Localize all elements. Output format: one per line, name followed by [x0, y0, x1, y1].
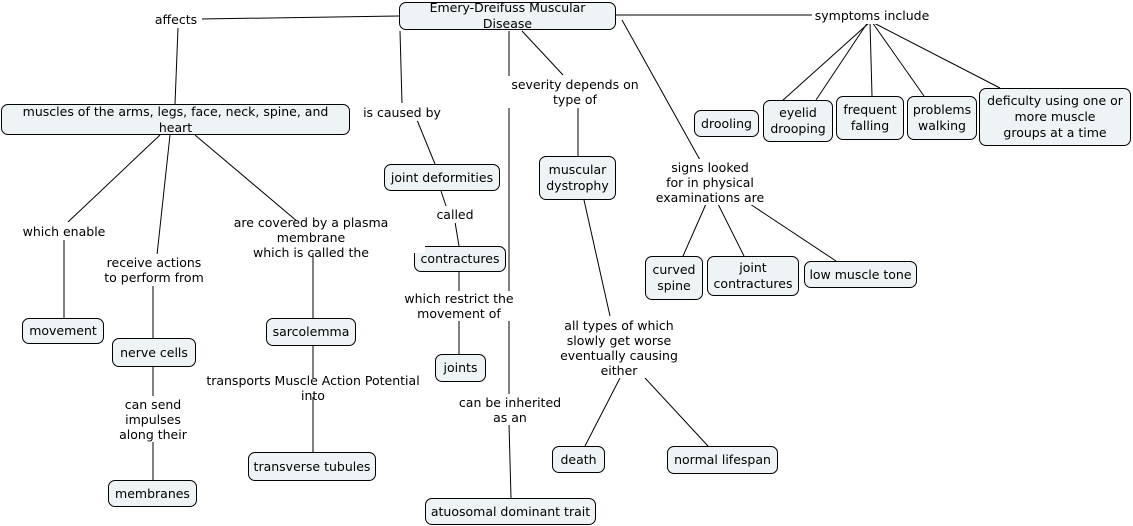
- link-affects: affects: [150, 10, 202, 28]
- node-problems-walking[interactable]: problems walking: [907, 96, 977, 140]
- link-receive-actions: receive actions to perform from: [101, 254, 207, 286]
- node-membranes[interactable]: membranes: [108, 480, 197, 507]
- link-signs: signs looked for in physical examination…: [652, 159, 768, 205]
- link-all-types: all types of which slowly get worse even…: [556, 317, 682, 378]
- node-death[interactable]: death: [552, 446, 605, 473]
- link-is-caused-by: is caused by: [360, 103, 444, 121]
- node-joint-contractures[interactable]: joint contractures: [707, 256, 799, 296]
- node-autosomal[interactable]: atuosomal dominant trait: [425, 498, 596, 525]
- link-inherited: can be inherited as an: [456, 394, 564, 425]
- link-which-enable: which enable: [20, 222, 108, 240]
- node-emery-dreifuss[interactable]: Emery-Dreifuss Muscular Disease: [399, 0, 616, 31]
- node-muscles[interactable]: muscles of the arms, legs, face, neck, s…: [1, 104, 350, 135]
- node-sarcolemma[interactable]: sarcolemma: [266, 318, 356, 346]
- link-covered-by: are covered by a plasma membrane which i…: [197, 215, 425, 260]
- node-drooling[interactable]: drooling: [694, 110, 759, 137]
- node-normal-lifespan[interactable]: normal lifespan: [667, 446, 778, 474]
- node-contractures[interactable]: contractures: [414, 246, 506, 272]
- node-curved-spine[interactable]: curved spine: [645, 256, 703, 300]
- link-symptoms-include: symptoms include: [812, 6, 932, 24]
- node-movement[interactable]: movement: [22, 318, 104, 344]
- node-frequent-falling[interactable]: frequent falling: [836, 96, 904, 140]
- node-nerve-cells[interactable]: nerve cells: [112, 338, 196, 367]
- node-eyelid-drooping[interactable]: eyelid drooping: [763, 100, 833, 142]
- link-called: called: [432, 206, 478, 223]
- node-muscular-dystrophy[interactable]: muscular dystrophy: [539, 156, 616, 200]
- node-low-muscle-tone[interactable]: low muscle tone: [804, 261, 917, 288]
- link-transports: transports Muscle Action Potential into: [193, 373, 433, 403]
- link-can-send: can send impulses along their: [114, 396, 192, 442]
- node-joints[interactable]: joints: [435, 354, 486, 382]
- node-deficulty[interactable]: deficulty using one or more muscle group…: [979, 88, 1131, 146]
- link-which-restrict: which restrict the movement of: [402, 291, 516, 321]
- link-severity: severity depends on type of: [508, 76, 642, 108]
- node-transverse-tubules[interactable]: transverse tubules: [248, 452, 376, 481]
- node-joint-deformities[interactable]: joint deformities: [384, 164, 500, 191]
